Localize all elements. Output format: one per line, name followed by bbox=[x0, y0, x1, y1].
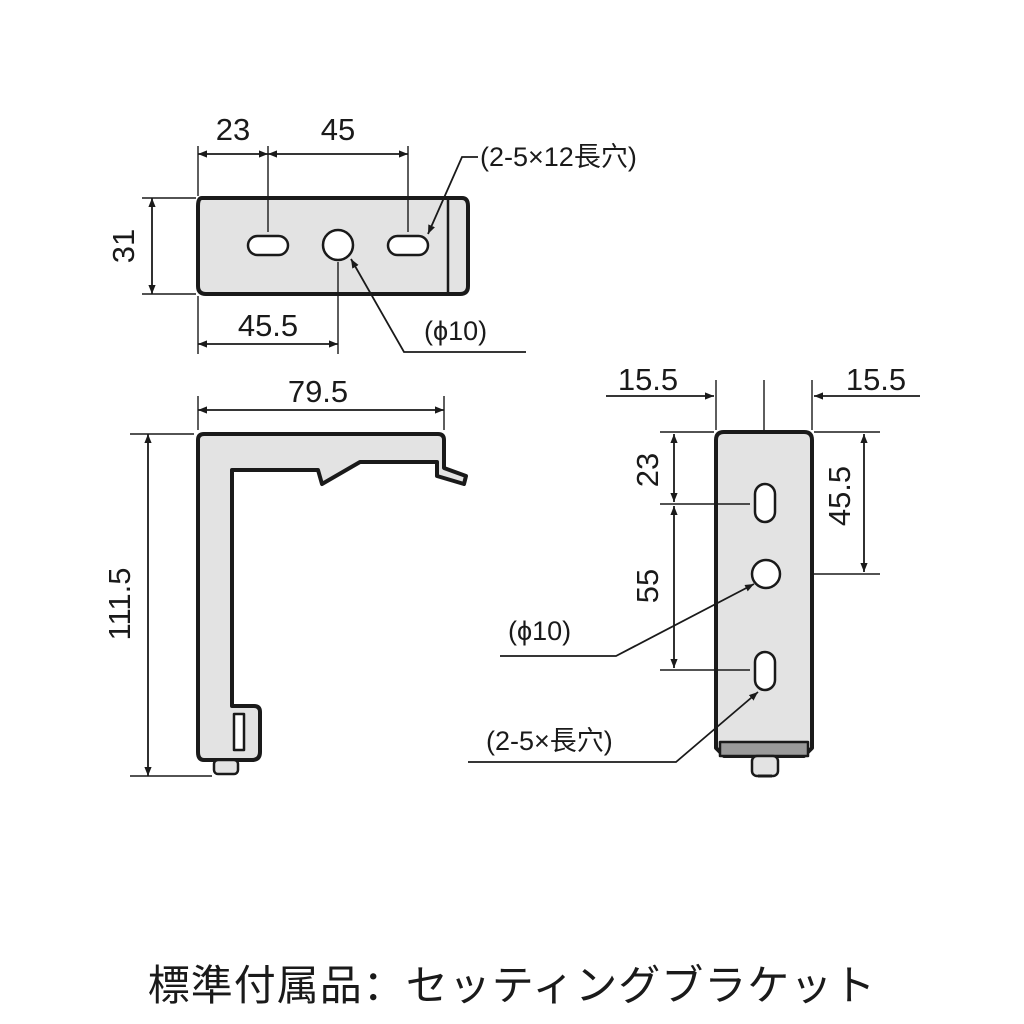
front-slot-leader bbox=[468, 691, 759, 763]
front-dim-right-label: 15.5 bbox=[846, 362, 906, 397]
front-view: 15.5 15.5 23 55 45.5 (ϕ10) (2-5×長穴) bbox=[468, 362, 920, 778]
top-dim-31-label: 31 bbox=[106, 229, 141, 263]
top-dim-45-5-label: 45.5 bbox=[238, 308, 298, 343]
caption: 標準付属品：セッティングブラケット bbox=[147, 961, 877, 1010]
top-dim-23-label: 23 bbox=[216, 112, 250, 147]
side-dim-79-5-label: 79.5 bbox=[288, 374, 348, 409]
top-dim-45-label: 45 bbox=[321, 112, 355, 147]
top-view-hole bbox=[321, 228, 355, 262]
front-view-slot-bottom bbox=[753, 650, 777, 692]
front-dim-left-label: 15.5 bbox=[618, 362, 678, 397]
front-view-plate bbox=[714, 430, 814, 758]
top-slot-leader bbox=[427, 156, 478, 235]
side-view-profile bbox=[196, 432, 468, 762]
front-view-screw bbox=[750, 754, 780, 778]
front-hole-leader bbox=[500, 583, 755, 657]
top-hole-leader bbox=[350, 258, 526, 353]
front-dim-23-label: 23 bbox=[630, 453, 665, 487]
top-view-slot-right bbox=[386, 234, 430, 257]
front-dim-55-label: 55 bbox=[630, 569, 665, 603]
side-view: 79.5 111.5 bbox=[102, 374, 468, 777]
side-view-screw bbox=[212, 758, 240, 776]
front-view-slot-top bbox=[753, 482, 777, 524]
top-slot-note: (2-5×12長穴) bbox=[480, 142, 637, 172]
side-view-clip-slot bbox=[232, 712, 246, 752]
front-hole-note: (ϕ10) bbox=[508, 616, 571, 646]
front-dim-45-5-label: 45.5 bbox=[822, 466, 857, 526]
front-slot-note: (2-5×長穴) bbox=[486, 726, 613, 756]
front-view-lower-edge bbox=[718, 740, 810, 758]
top-view-slot-left bbox=[246, 234, 290, 257]
front-view-hole bbox=[750, 558, 782, 590]
top-hole-note: (ϕ10) bbox=[424, 316, 487, 346]
top-view: 23 45 31 45.5 (2-5×12長穴) (ϕ10) bbox=[106, 112, 637, 354]
side-dim-111-5-label: 111.5 bbox=[102, 568, 137, 641]
